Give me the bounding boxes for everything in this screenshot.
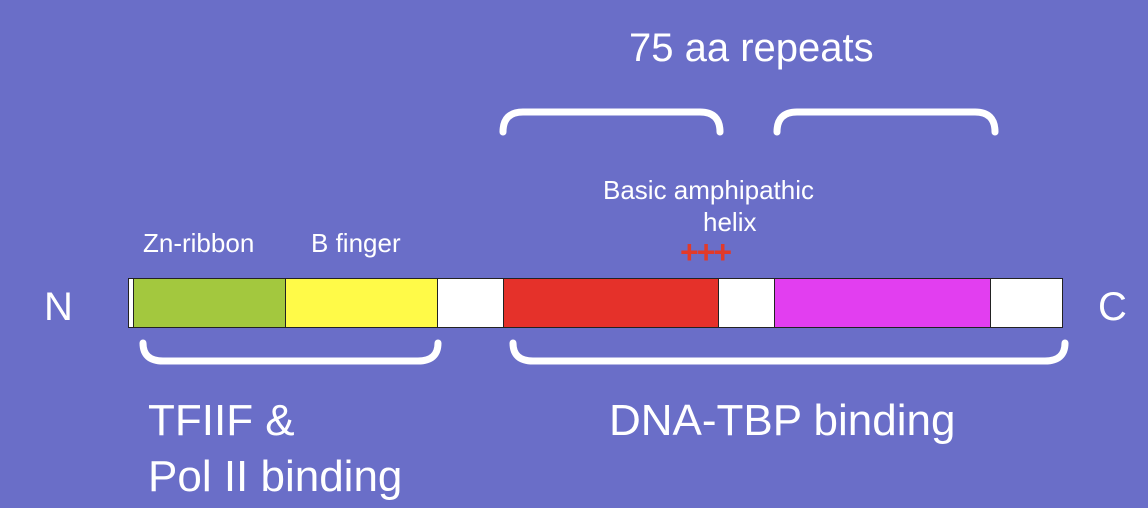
label-tfiif-line1: TFIIF & bbox=[148, 396, 295, 445]
n-terminus-label: N bbox=[44, 285, 73, 329]
segment-linker-2 bbox=[718, 278, 775, 328]
segment-linker-1 bbox=[437, 278, 504, 328]
segment-repeat-2 bbox=[774, 278, 991, 328]
plus-charges: +++ bbox=[680, 234, 732, 270]
top-brace-repeat-2 bbox=[773, 108, 999, 136]
label-helix-line1: Basic amphipathic bbox=[603, 175, 814, 205]
segment-c-tail bbox=[990, 278, 1063, 328]
label-tfiif-line2: Pol II binding bbox=[148, 452, 403, 501]
label-zn-ribbon: Zn-ribbon bbox=[143, 228, 255, 258]
top-brace-repeat-1 bbox=[499, 108, 724, 136]
segment-repeat-1 bbox=[503, 278, 719, 328]
label-b-finger: B finger bbox=[311, 228, 401, 258]
label-helix-line2: helix bbox=[703, 207, 757, 237]
c-terminus-label: C bbox=[1098, 285, 1127, 329]
title-75-aa-repeats: 75 aa repeats bbox=[629, 26, 874, 70]
segment-b-finger bbox=[285, 278, 438, 328]
label-dna-tbp-binding: DNA-TBP binding bbox=[609, 396, 956, 445]
segment-zn-ribbon bbox=[133, 278, 286, 328]
bottom-brace-tfiif bbox=[139, 339, 442, 365]
bottom-brace-dna-tbp bbox=[509, 339, 1069, 365]
